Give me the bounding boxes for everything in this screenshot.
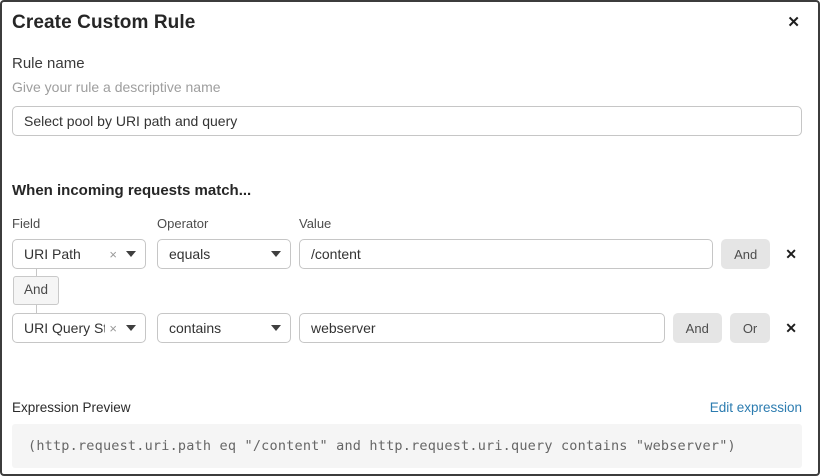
operator-select-value: equals — [169, 246, 211, 262]
condition-row-2: URI Query St... × contains And Or ✕ — [12, 313, 802, 344]
and-button[interactable]: And — [672, 313, 722, 344]
field-select[interactable]: URI Query St... × — [12, 313, 146, 344]
dialog-title: Create Custom Rule — [12, 12, 196, 33]
expression-preview-header: Expression Preview Edit expression — [12, 400, 802, 415]
field-select-value: URI Path — [24, 246, 81, 262]
match-heading: When incoming requests match... — [12, 182, 252, 199]
chevron-down-icon — [271, 325, 281, 332]
value-column-label: Value — [299, 216, 332, 231]
rule-name-section: Rule name Give your rule a descriptive n… — [12, 55, 802, 136]
field-select-value: URI Query St... — [24, 320, 106, 337]
or-button[interactable]: Or — [729, 313, 771, 344]
condition-row-1: URI Path × equals And ✕ — [12, 239, 802, 269]
connector-line — [35, 305, 37, 314]
value-input[interactable] — [299, 239, 714, 269]
and-button[interactable]: And — [721, 239, 771, 269]
chevron-down-icon — [126, 251, 136, 257]
dialog-header: Create Custom Rule ✕ — [12, 12, 802, 34]
remove-condition-icon[interactable]: ✕ — [785, 320, 797, 337]
connector-line — [35, 269, 37, 276]
field-select[interactable]: URI Path × — [12, 239, 146, 269]
match-section: When incoming requests match... Field Op… — [12, 182, 802, 344]
operator-select[interactable]: contains — [157, 313, 291, 344]
column-labels: Field Operator Value — [12, 216, 802, 231]
rule-name-helper: Give your rule a descriptive name — [12, 79, 221, 95]
rule-name-input[interactable] — [12, 106, 802, 136]
connector-and-badge[interactable]: And — [12, 276, 60, 306]
expression-preview-label: Expression Preview — [12, 400, 131, 416]
condition-connector: And — [12, 269, 60, 314]
rule-name-label: Rule name — [12, 55, 85, 72]
chevron-down-icon — [271, 251, 281, 257]
chevron-down-icon — [126, 325, 136, 332]
expression-code: (http.request.uri.path eq "/content" and… — [12, 424, 802, 469]
clear-selection-icon[interactable]: × — [109, 246, 117, 262]
clear-selection-icon[interactable]: × — [109, 320, 117, 336]
field-column-label: Field — [12, 216, 41, 231]
expression-preview-section: Expression Preview Edit expression (http… — [12, 400, 802, 469]
edit-expression-link[interactable]: Edit expression — [709, 400, 802, 416]
remove-condition-icon[interactable]: ✕ — [785, 246, 797, 262]
operator-select[interactable]: equals — [157, 239, 291, 269]
operator-column-label: Operator — [157, 216, 209, 231]
value-input[interactable] — [299, 313, 665, 344]
close-icon[interactable]: ✕ — [787, 14, 800, 31]
operator-select-value: contains — [169, 320, 222, 337]
